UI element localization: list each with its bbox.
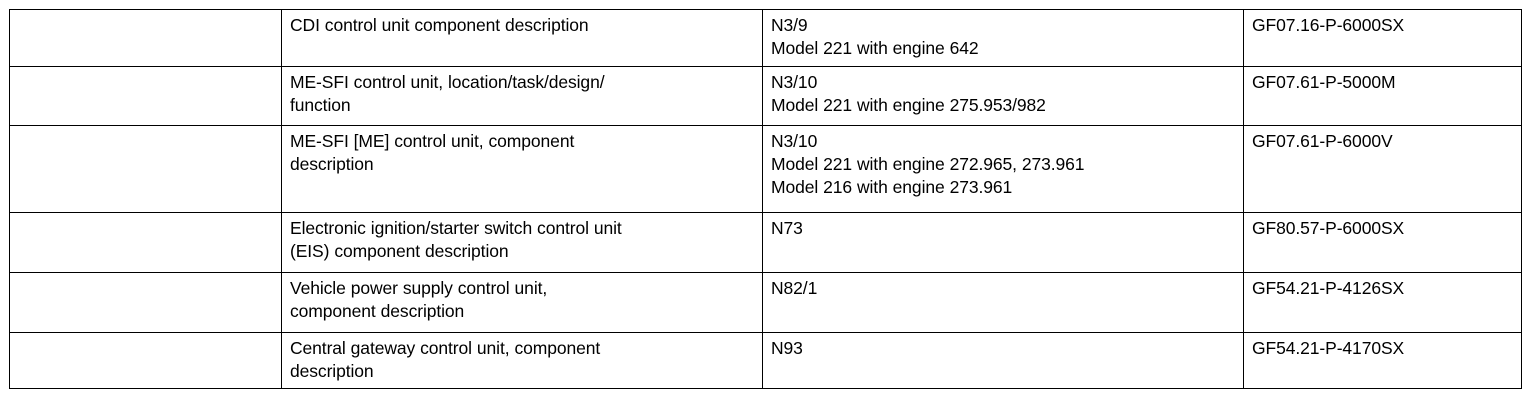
component-code-text: N73 [771,218,803,238]
cell-reference [9,332,282,389]
cell-description: ME-SFI control unit, location/task/desig… [281,66,763,126]
cell-description: ME-SFI [ME] control unit, component desc… [281,125,763,213]
document-number-text: GF07.16-P-6000SX [1252,15,1405,35]
description-text: ME-SFI control unit, location/task/desig… [290,72,605,115]
cell-reference [9,66,282,126]
description-text: Vehicle power supply control unit, compo… [290,278,548,321]
component-code-text: N93 [771,338,803,358]
component-code-text: N82/1 [771,278,818,298]
cell-reference [9,9,282,67]
cell-document-number: GF80.57-P-6000SX [1243,212,1522,273]
component-code-text: N3/10 Model 221 with engine 272.965, 273… [771,131,1085,197]
document-number-text: GF07.61-P-5000M [1252,72,1396,92]
table-row: ME-SFI [ME] control unit, component desc… [9,125,1522,213]
cell-component-code: N3/10 Model 221 with engine 275.953/982 [762,66,1244,126]
cell-component-code: N82/1 [762,272,1244,333]
table-row: Electronic ignition/starter switch contr… [9,212,1522,273]
cell-document-number: GF07.16-P-6000SX [1243,9,1522,67]
cell-reference [9,212,282,273]
cell-component-code: N3/10 Model 221 with engine 272.965, 273… [762,125,1244,213]
description-text: CDI control unit component description [290,15,589,35]
document-number-text: GF07.61-P-6000V [1252,131,1393,151]
cell-document-number: GF07.61-P-5000M [1243,66,1522,126]
cell-description: Electronic ignition/starter switch contr… [281,212,763,273]
cell-description: Vehicle power supply control unit, compo… [281,272,763,333]
table-row: CDI control unit component description N… [9,9,1522,67]
description-text: ME-SFI [ME] control unit, component desc… [290,131,575,174]
description-text: Central gateway control unit, component … [290,338,601,381]
cell-reference [9,272,282,333]
table-row: ME-SFI control unit, location/task/desig… [9,66,1522,126]
cell-component-code: N3/9 Model 221 with engine 642 [762,9,1244,67]
cell-reference [9,125,282,213]
table-row: Central gateway control unit, component … [9,332,1522,389]
cell-document-number: GF07.61-P-6000V [1243,125,1522,213]
cell-description: Central gateway control unit, component … [281,332,763,389]
cell-document-number: GF54.21-P-4126SX [1243,272,1522,333]
cell-description: CDI control unit component description [281,9,763,67]
document-number-text: GF54.21-P-4170SX [1252,338,1405,358]
cell-component-code: N93 [762,332,1244,389]
table-body: CDI control unit component description N… [9,9,1522,389]
component-code-text: N3/9 Model 221 with engine 642 [771,15,979,58]
description-text: Electronic ignition/starter switch contr… [290,218,622,261]
document-number-text: GF54.21-P-4126SX [1252,278,1405,298]
document-number-text: GF80.57-P-6000SX [1252,218,1405,238]
control-unit-reference-table: CDI control unit component description N… [9,9,1522,389]
cell-document-number: GF54.21-P-4170SX [1243,332,1522,389]
table-row: Vehicle power supply control unit, compo… [9,272,1522,333]
component-code-text: N3/10 Model 221 with engine 275.953/982 [771,72,1046,115]
cell-component-code: N73 [762,212,1244,273]
